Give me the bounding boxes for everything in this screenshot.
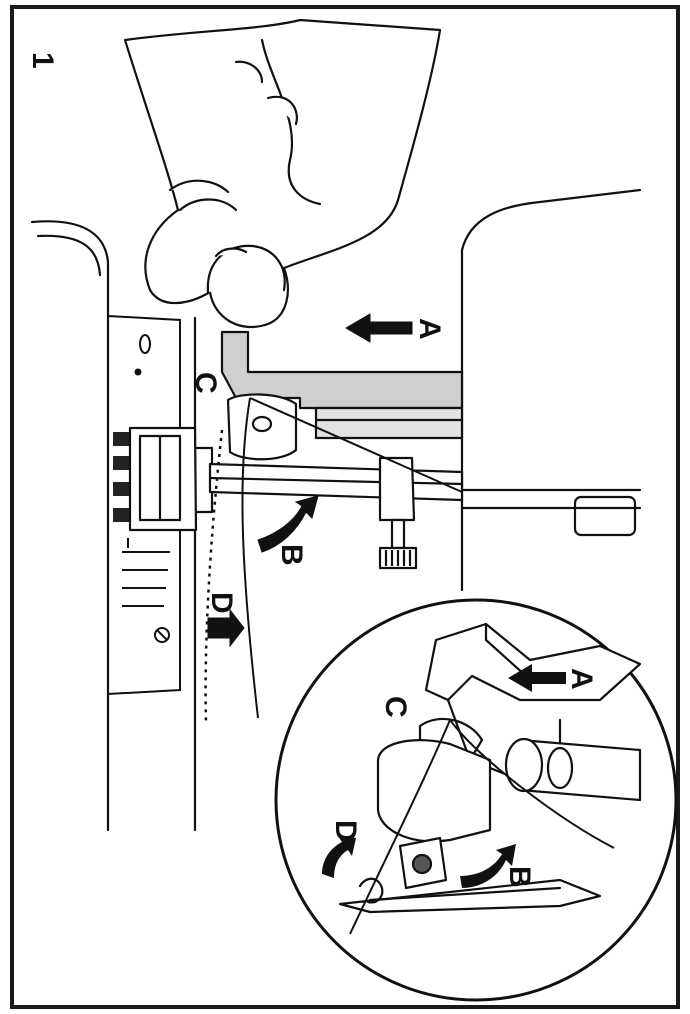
inset-label-b: B: [503, 866, 536, 888]
threader-lever: [220, 330, 464, 440]
label-a: A: [413, 318, 446, 340]
label-b: B: [275, 544, 308, 566]
arrow-d: [207, 608, 245, 648]
thread: [204, 397, 463, 723]
step-number: 1: [26, 52, 59, 69]
inset-label-d: D: [329, 820, 362, 842]
machine-body: [30, 188, 642, 832]
presser-foot: [128, 426, 214, 532]
hand: [123, 18, 442, 329]
inset-arrow-d: [322, 836, 356, 878]
arrow-a: [345, 313, 413, 343]
label-d: D: [205, 592, 238, 614]
inset-arrow-a: [508, 664, 566, 692]
feed-dogs: [113, 432, 129, 522]
label-c: C: [189, 372, 222, 394]
inset-label-c: C: [379, 696, 412, 718]
needle-plate: [107, 314, 181, 696]
main-arrows: [207, 313, 413, 648]
diagram-frame: [10, 5, 680, 1009]
inset-detail: [274, 598, 678, 1002]
arrow-b: [257, 495, 319, 553]
inset-label-a: A: [565, 668, 598, 690]
inset-arrow-b: [460, 844, 516, 888]
